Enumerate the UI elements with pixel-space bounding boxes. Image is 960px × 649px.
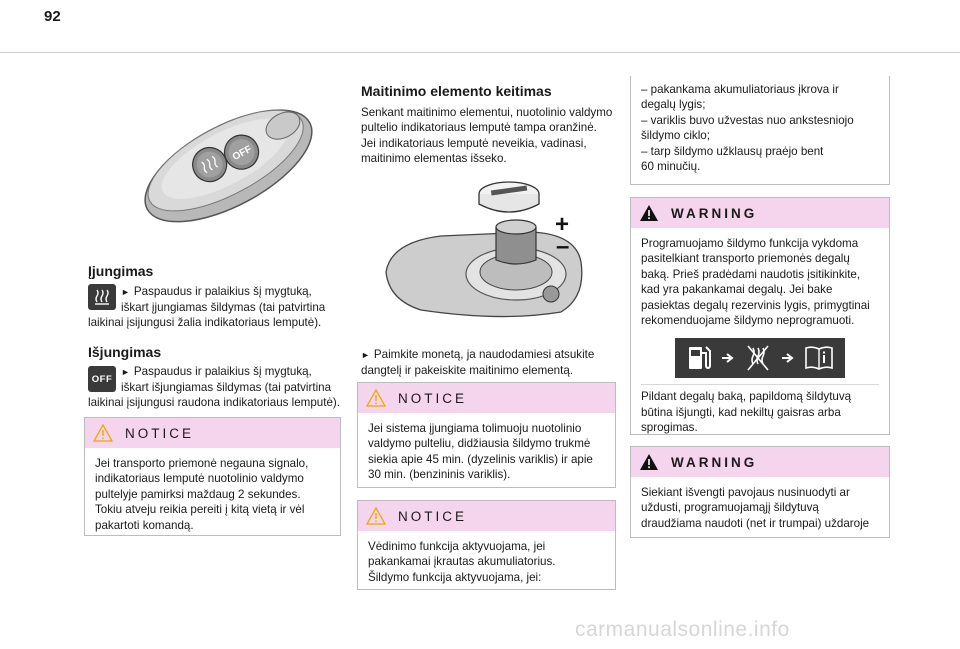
notice-title: NOTICE <box>398 390 468 406</box>
page-number: 92 <box>44 8 61 25</box>
notice-line: indikatoriaus lemputė nuotolinio valdymo <box>95 472 304 486</box>
notice-line: Vėdinimo funkcija aktyvuojama, jei <box>368 540 546 553</box>
manual-book-icon <box>805 346 833 371</box>
notice-line: Šildymo funkcija aktyvuojama, jei: <box>368 570 542 584</box>
notice-line: siekia apie 45 min. (dyzelinis variklis)… <box>368 452 593 466</box>
notice-line: Tokiu atveju reikia pereiti į kitą vietą… <box>95 503 305 517</box>
notice-line: valdymo pulteliu, didžiausia šildymo tru… <box>368 437 591 451</box>
notice-line: 30 min. (benzininis variklis). <box>368 468 511 482</box>
notice-triangle-icon <box>366 389 386 407</box>
on-heading: Įjungimas <box>88 263 154 279</box>
warning-line: sprogimas. <box>641 421 698 435</box>
warning-header: WARNING <box>631 447 889 477</box>
continuation-line: – tarp šildymo užklausų praėjo bent <box>641 144 824 158</box>
notice-line: Jei transporto priemonė negauna signalo, <box>95 457 309 470</box>
battery-intro: Senkant maitinimo elementui, nuotolinio … <box>361 105 621 167</box>
warning-title: WARNING <box>671 205 758 221</box>
battery-heading: Maitinimo elemento keitimas <box>361 83 552 99</box>
notice-body: Vėdinimo funkcija aktyvuojama, jei pakan… <box>358 531 615 591</box>
notice-line: pakankamai įkrautas akumuliatorius. <box>368 555 556 569</box>
warning-line: kad yra pakankamai degalų. Jei bake <box>641 283 833 297</box>
remote-control-illustration: OFF <box>128 100 328 230</box>
warning-line: būtina išjungti, kad nekiltų gaisras arb… <box>641 405 841 419</box>
battery-replacement-illustration: + – <box>381 172 591 327</box>
on-text-line-3: laikinai įsijungusi žalia indikatoriaus … <box>88 316 322 329</box>
continuation-line: degalų lygis; <box>641 98 706 112</box>
warning-header: WARNING <box>631 198 889 228</box>
notice-header: NOTICE <box>85 418 340 448</box>
warning-line: pasiektas degalų rezervinis lygis, primy… <box>641 298 870 312</box>
notice-line: Jei sistema įjungiama tolimuoju nuotolin… <box>368 422 582 435</box>
intro-line: Senkant maitinimo elementui, nuotolinio … <box>361 106 613 119</box>
battery-step: ►Paimkite monetą, ja naudodamiesi atsuki… <box>361 347 621 379</box>
warning-line: baką. Prieš pradėdami naudotis įsitikink… <box>641 267 861 281</box>
warning-line: Siekiant išvengti pavojaus nusinuodyti a… <box>641 486 850 499</box>
notice-box-ventilation: NOTICE Vėdinimo funkcija aktyvuojama, je… <box>357 500 616 590</box>
heating-on-button-icon <box>88 284 116 310</box>
intro-line: maitinimo elementas išseko. <box>361 152 507 166</box>
notice-header: NOTICE <box>358 383 615 413</box>
arrow-right-icon <box>781 353 794 364</box>
warning-after-body: Pildant degalų baką, papildomą šildytuvą… <box>631 385 889 441</box>
continuation-line: šildymo ciklo; <box>641 129 710 143</box>
notice-box-remote: NOTICE Jei transporto priemonė negauna s… <box>84 417 341 536</box>
intro-line: Jei indikatoriaus lemputė neveikia, vadi… <box>361 136 587 150</box>
off-paragraph: ►Paspaudus ir palaikius šį mygtuką, iška… <box>121 364 351 396</box>
notice-body: Jei sistema įjungiama tolimuoju nuotolin… <box>358 413 615 489</box>
continuation-line: – variklis buvo užvestas nuo ankstesnioj… <box>641 113 854 127</box>
warning-line: rekomenduojame šildymo neprogramuoti. <box>641 314 855 328</box>
continuation-line: – pakankama akumuliatoriaus įkrova ir <box>641 83 839 96</box>
on-text-line-2: iškart įjungiamas šildymas (tai patvirti… <box>121 301 326 315</box>
notice-line: pakartoti komandą. <box>95 518 194 532</box>
off-button-icon: OFF <box>88 366 116 392</box>
notice-triangle-icon <box>93 424 113 442</box>
notice-box-duration: NOTICE Jei sistema įjungiama tolimuoju n… <box>357 382 616 488</box>
warning-box-fuel: WARNING Programuojamo šildymo funkcija v… <box>630 197 890 435</box>
warning-line: draudžiama naudoti (net ir trumpai) užda… <box>641 516 870 530</box>
off-text-line-3: laikinai įsijungusi raudona indikatoriau… <box>88 396 340 409</box>
notice-body: Jei transporto priemonė negauna signalo,… <box>85 448 340 539</box>
on-paragraph: ►Paspaudus ir palaikius šį mygtuką, iška… <box>121 284 351 316</box>
continuation-body: – pakankama akumuliatoriaus įkrova ir de… <box>631 76 889 180</box>
warning-box-poison: WARNING Siekiant išvengti pavojaus nusin… <box>630 446 890 538</box>
warning-triangle-icon <box>640 205 658 221</box>
notice-header: NOTICE <box>358 501 615 531</box>
warning-triangle-icon <box>640 454 658 470</box>
off-text-line-2: iškart išjungiamas šildymas (tai patvirt… <box>121 381 332 395</box>
warning-title: WARNING <box>671 454 758 470</box>
on-bullet-marker: ► <box>121 287 130 297</box>
warning-line: pasitelkiant transporto priemonės degalų <box>641 252 850 266</box>
intro-line: pultelio indikatoriaus lemputė tampa ora… <box>361 121 597 135</box>
step-line-1: Paimkite monetą, ja naudodamiesi atsukit… <box>373 348 595 361</box>
step-bullet-marker: ► <box>361 350 370 360</box>
warning-body: Siekiant išvengti pavojaus nusinuodyti a… <box>631 477 889 537</box>
off-bullet-marker: ► <box>121 367 130 377</box>
plus-sign: + <box>555 211 569 238</box>
heater-off-icon <box>747 345 769 371</box>
on-text-line-1: Paspaudus ir palaikius šį mygtuką, <box>133 285 312 298</box>
notice-triangle-icon <box>366 507 386 525</box>
header-rule <box>0 52 960 53</box>
refuel-pictogram <box>675 338 845 379</box>
notice-title: NOTICE <box>398 508 468 524</box>
continuation-line: 60 minučių. <box>641 160 701 174</box>
minus-sign: – <box>556 233 569 260</box>
warning-body: Programuojamo šildymo funkcija vykdoma p… <box>631 228 889 334</box>
notice-title: NOTICE <box>125 425 195 441</box>
warning-line: Pildant degalų baką, papildomą šildytuvą <box>641 390 852 404</box>
fuel-pump-icon <box>688 346 711 370</box>
arrow-right-icon <box>722 353 734 364</box>
notice-line: pultelyje pamirksi maždaug 2 sekundes. <box>95 487 301 501</box>
off-text-line-1: Paspaudus ir palaikius šį mygtuką, <box>133 365 312 378</box>
continuation-box: – pakankama akumuliatoriaus įkrova ir de… <box>630 76 890 185</box>
warning-line: Programuojamo šildymo funkcija vykdoma <box>641 237 859 250</box>
warning-line: uždusti, programuojamąjį šildytuvą <box>641 501 819 515</box>
step-line-2: dangtelį ir pakeiskite maitinimo element… <box>361 364 574 378</box>
off-heading: Išjungimas <box>88 344 162 360</box>
footer-watermark[interactable]: carmanualsonline.info <box>575 618 790 641</box>
